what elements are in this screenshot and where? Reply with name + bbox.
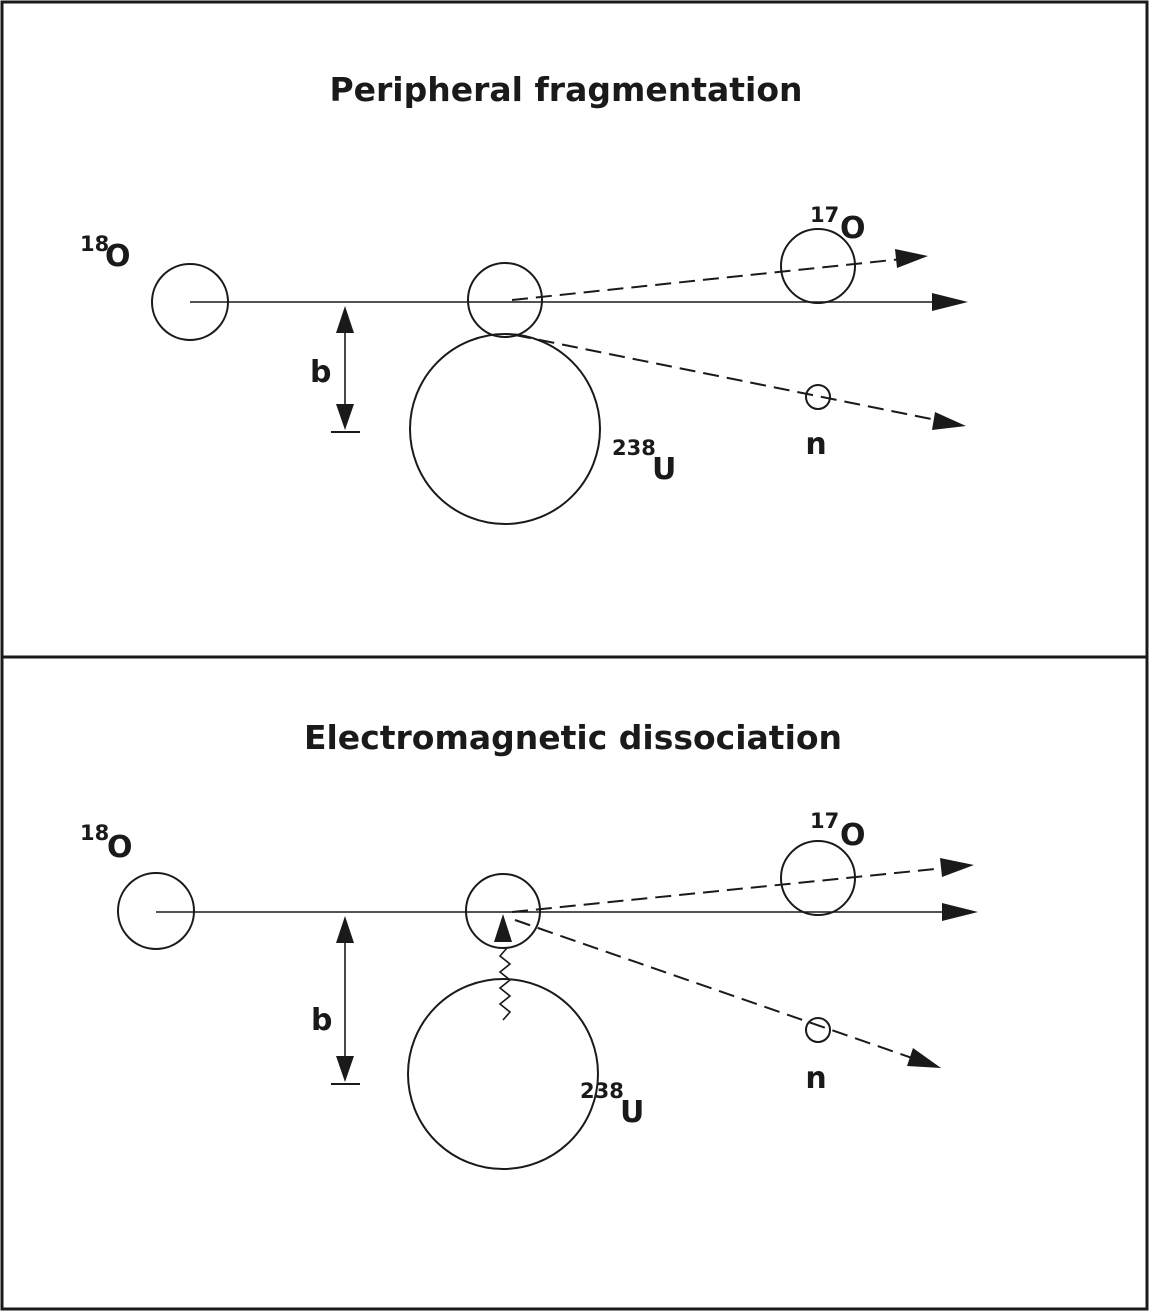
fragment-label: 17 O xyxy=(810,809,866,853)
impact-arrowhead-up xyxy=(336,306,354,333)
beam-arrowhead xyxy=(932,293,968,311)
neutron-arrowhead xyxy=(907,1048,941,1068)
neutron-particle xyxy=(805,1017,831,1043)
interacting-projectile xyxy=(465,873,541,949)
fragment-arrowhead xyxy=(895,249,928,268)
fragment-label: 17 O xyxy=(810,203,866,246)
interacting-projectile xyxy=(467,262,543,338)
neutron-label: n xyxy=(805,1061,826,1096)
fragment-nucleus xyxy=(780,228,856,304)
projectile-nucleus xyxy=(117,872,195,950)
fragment-trajectory xyxy=(511,258,903,301)
target-nucleus xyxy=(409,333,601,525)
panel-title: Electromagnetic dissociation xyxy=(304,718,842,757)
impact-arrowhead-down xyxy=(336,1056,354,1082)
fragment-trajectory xyxy=(511,867,946,913)
panel-peripheral-fragmentation: Peripheral fragmentation 18 O 238 U b 17 xyxy=(80,70,968,525)
virtual-photon-arrowhead xyxy=(494,914,512,942)
neutron-trajectory xyxy=(514,919,913,1059)
target-label: 238 U xyxy=(580,1079,644,1130)
neutron-label: n xyxy=(805,427,826,462)
neutron-trajectory xyxy=(514,334,937,421)
neutron-particle xyxy=(805,384,831,410)
beam-arrowhead xyxy=(942,903,978,921)
fragment-nucleus xyxy=(780,840,856,916)
projectile-label: 18 O xyxy=(80,232,131,274)
impact-parameter-label: b xyxy=(310,355,331,390)
impact-arrowhead-up xyxy=(336,916,354,943)
target-nucleus xyxy=(407,978,599,1170)
impact-parameter-label: b xyxy=(311,1003,332,1038)
impact-arrowhead-down xyxy=(336,404,354,430)
fragment-arrowhead xyxy=(940,858,974,877)
panel-electromagnetic-dissociation: Electromagnetic dissociation 18 O 238 U … xyxy=(80,718,978,1170)
target-label: 238 U xyxy=(612,436,676,487)
virtual-photon xyxy=(498,947,512,1021)
projectile-label: 18 O xyxy=(80,821,133,865)
panel-title: Peripheral fragmentation xyxy=(329,70,802,109)
neutron-arrowhead xyxy=(932,412,966,430)
